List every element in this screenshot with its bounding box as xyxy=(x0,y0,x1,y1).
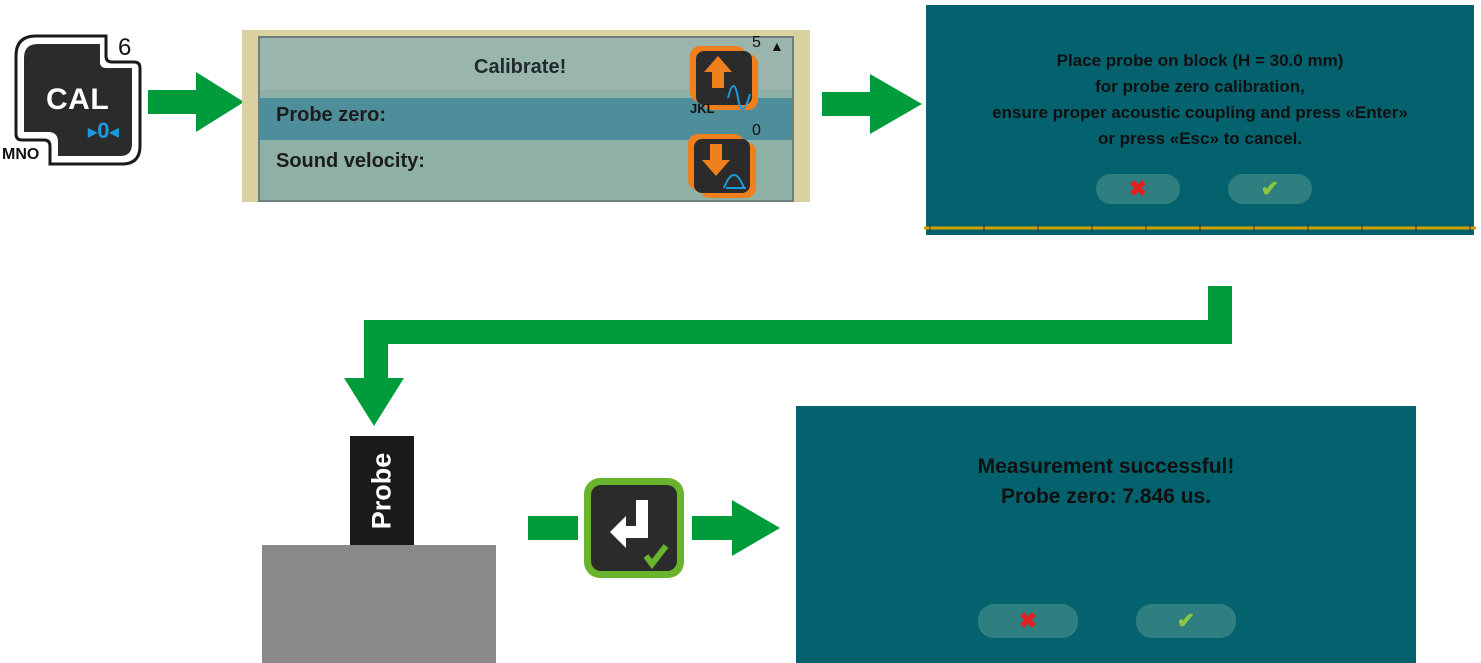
cancel-button[interactable]: ✖ xyxy=(978,604,1078,638)
menu-item-label: Probe zero: xyxy=(276,104,387,126)
cal-key-label: CAL xyxy=(46,83,110,116)
scroll-up-indicator: ▲ xyxy=(770,38,784,54)
prompt-line: for probe zero calibration, xyxy=(1095,77,1305,96)
probe-label: Probe xyxy=(366,452,397,530)
menu-item-probe-zero[interactable] xyxy=(260,98,792,140)
result-line: Probe zero: 7.846 us. xyxy=(1000,485,1212,508)
ok-button[interactable]: ✔ xyxy=(1228,174,1312,204)
flow-connector-arrow xyxy=(344,286,1232,426)
cal-key-letters: MNO xyxy=(2,146,40,163)
flow-arrow-right xyxy=(148,72,244,132)
close-icon: ✖ xyxy=(1128,176,1148,201)
probe-label-box: Probe xyxy=(350,436,414,546)
prompt-line: Place probe on block (H = 30.0 mm) xyxy=(1056,51,1344,70)
calibration-block xyxy=(262,545,496,663)
flow-arrow-right xyxy=(692,500,780,556)
menu-item-label[interactable]: Sound velocity: xyxy=(276,150,425,172)
up-key-number: 5 xyxy=(752,34,761,51)
cal-key-number: 6 xyxy=(118,34,132,61)
result-line: Measurement successful! xyxy=(977,455,1235,478)
check-icon: ✔ xyxy=(1260,176,1280,201)
up-key-letters: JKL xyxy=(690,101,715,116)
arrow-down-bell-curve-icon[interactable] xyxy=(686,132,758,200)
probe xyxy=(350,436,414,546)
prompt-line: ensure proper acoustic coupling and pres… xyxy=(992,103,1408,122)
arrow-up-waveform-icon[interactable] xyxy=(688,44,760,112)
close-icon: ✖ xyxy=(1018,608,1038,633)
scale-ruler xyxy=(924,224,1476,232)
check-icon: ✔ xyxy=(1176,608,1196,633)
enter-check-icon[interactable] xyxy=(582,476,686,580)
zero-calibration-icon: ▶0◀ xyxy=(88,118,119,143)
menu-title: Calibrate! xyxy=(474,56,567,78)
result-message: Measurement successful! Probe zero: 7.84… xyxy=(796,452,1416,512)
cal-key[interactable] xyxy=(14,34,142,166)
calibration-result-dialog xyxy=(796,406,1416,663)
cancel-button[interactable]: ✖ xyxy=(1096,174,1180,204)
flow-arrow-tail xyxy=(528,516,578,540)
ok-button[interactable]: ✔ xyxy=(1136,604,1236,638)
prompt-line: or press «Esc» to cancel. xyxy=(1097,129,1303,148)
flow-arrow-right xyxy=(822,74,922,134)
prompt-message: Place probe on block (H = 30.0 mm) for p… xyxy=(926,48,1474,152)
down-key-number: 0 xyxy=(752,122,761,139)
calibration-prompt-dialog xyxy=(926,5,1474,235)
